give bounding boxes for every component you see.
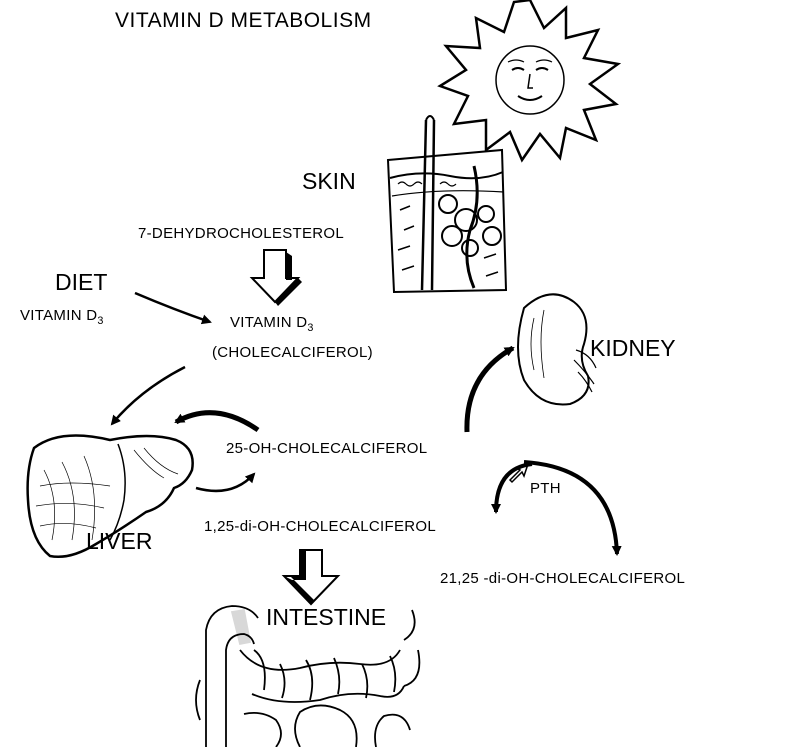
dehydrocholesterol-label: 7-DEHYDROCHOLESTEROL — [138, 225, 345, 242]
cholecalciferol-label: (CHOLECALCIFEROL) — [212, 344, 373, 361]
diet-label: DIET — [55, 269, 108, 295]
vitamin-d3-text: VITAMIN D — [230, 314, 308, 331]
liver-output-arrow — [195, 472, 256, 493]
return-liver-arrow — [174, 410, 260, 433]
skin-label: SKIN — [302, 168, 356, 194]
to-liver-arrow — [110, 365, 186, 426]
dihydroxy2125-label: 21,25 -di-OH-CHOLECALCIFEROL — [440, 570, 686, 587]
kidney-label: KIDNEY — [590, 335, 676, 361]
hydroxy25-label: 25-OH-CHOLECALCIFEROL — [226, 440, 428, 457]
to-2125-arrow — [523, 460, 622, 556]
skin-cross-section-icon — [386, 115, 508, 294]
to-kidney-arrow — [464, 345, 515, 433]
diet-vitamin-text: VITAMIN D — [20, 307, 98, 324]
diet-vitamin-label: VITAMIN D3 — [20, 308, 104, 327]
sun-icon — [437, 0, 622, 163]
intestine-label: INTESTINE — [266, 604, 387, 630]
dihydroxy125-label: 1,25-di-OH-CHOLECALCIFEROL — [204, 518, 437, 535]
diet-arrow — [134, 291, 212, 325]
diagram-title: VITAMIN D METABOLISM — [115, 9, 372, 32]
vitamin-d3-subscript: 3 — [307, 321, 314, 334]
intestine-icon — [195, 605, 421, 747]
vitamin-d3-label: VITAMIN D3 — [230, 315, 314, 334]
pth-arrow-icon — [508, 462, 530, 484]
pth-label: PTH — [530, 480, 561, 497]
liver-icon — [26, 434, 194, 558]
liver-label: LIVER — [86, 528, 153, 554]
diet-vitamin-subscript: 3 — [97, 314, 104, 327]
kidney-icon — [517, 293, 597, 406]
to-125-arrow — [491, 462, 533, 514]
